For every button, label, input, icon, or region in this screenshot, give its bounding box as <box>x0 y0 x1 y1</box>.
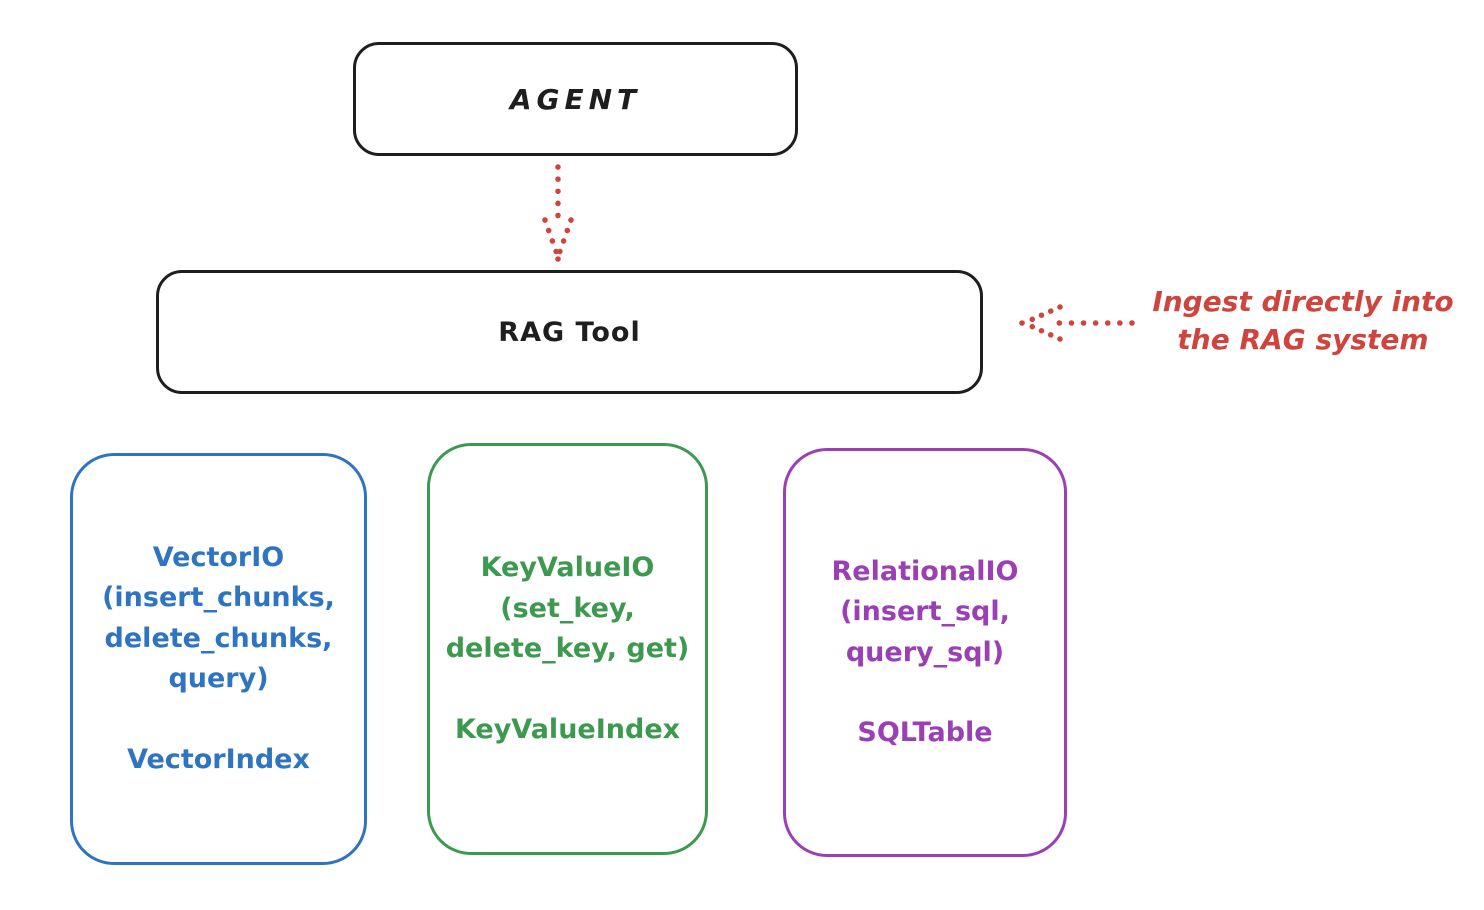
vector-io-methods: VectorIO (insert_chunks, delete_chunks, … <box>102 541 335 695</box>
sql-table-label: SQLTable <box>857 717 993 748</box>
key-value-io-node: KeyValueIO (set_key, delete_key, get) Ke… <box>427 443 708 855</box>
ingest-annotation-line2: the RAG system <box>1177 322 1429 356</box>
ingest-annotation-line1: Ingest directly into <box>1152 285 1454 318</box>
ingest-dotted-arrow <box>1019 304 1135 342</box>
relational-io-methods: RelationalIO (insert_sql, query_sql) <box>831 555 1019 668</box>
vector-index-label: VectorIndex <box>127 743 310 775</box>
agent-label: AGENT <box>509 82 642 116</box>
key-value-io-methods: KeyValueIO (set_key, delete_key, get) <box>445 552 690 664</box>
relational-io-node: RelationalIO (insert_sql, query_sql) SQL… <box>783 448 1067 857</box>
rag-tool-label: RAG Tool <box>498 316 641 348</box>
key-value-index-label: KeyValueIndex <box>454 713 681 745</box>
rag-tool-node: RAG Tool <box>156 270 983 394</box>
agent-to-rag-dotted-arrow <box>542 164 574 262</box>
agent-node: AGENT <box>353 42 798 156</box>
vector-io-node: VectorIO (insert_chunks, delete_chunks, … <box>70 453 367 865</box>
ingest-annotation: Ingest directly into the RAG system <box>1128 283 1478 359</box>
